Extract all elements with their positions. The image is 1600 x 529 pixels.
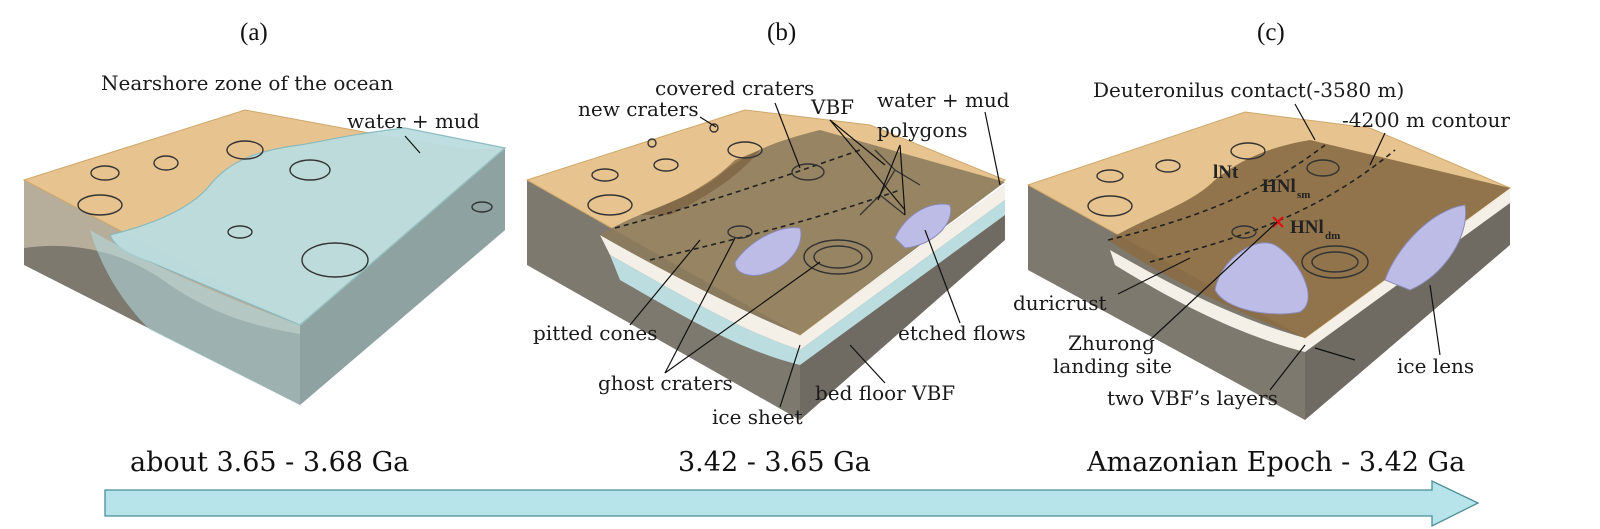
era-a: about 3.65 - 3.68 Ga: [130, 447, 409, 478]
panel-b-contact-1: [614, 149, 861, 229]
panel-c-block-front: [1305, 190, 1510, 420]
panel-b-leaders: [629, 102, 1001, 408]
panel-c: (c) lNt HN: [1013, 19, 1512, 478]
panel-c-ice-patch-2: [1384, 204, 1467, 291]
label-duricrust: duricrust: [1013, 291, 1107, 315]
panel-c-deuteronilus-contact: [1107, 144, 1326, 241]
label-water-mud-a: water + mud: [347, 109, 480, 133]
panel-b-contact-2: [649, 189, 901, 261]
panel-c-mud: [1108, 140, 1510, 338]
label-zhurong-line1: Zhurong: [1068, 331, 1155, 355]
label-pitted-cones: pitted cones: [533, 321, 658, 345]
panel-a-water-front: [90, 230, 300, 405]
panel-c-letter: (c): [1257, 19, 1285, 46]
panel-b-letter: (b): [767, 19, 796, 46]
label-etched-flows: etched flows: [898, 321, 1026, 345]
panel-c-craters: [1087, 142, 1369, 279]
timeline-arrow: [104, 479, 1480, 528]
label-ice-lens: ice lens: [1397, 354, 1474, 378]
label-contour: -4200 m contour: [1342, 108, 1510, 132]
unit-lnt: lNt: [1213, 162, 1239, 183]
panel-b-mud: [600, 130, 1005, 335]
panel-b-ice-patch-2: [894, 203, 952, 249]
unit-hnl-dm: HNl: [1290, 217, 1324, 238]
label-zhurong-line2: landing site: [1053, 354, 1172, 378]
label-ghost-craters: ghost craters: [598, 371, 733, 395]
panel-c-layers: [1110, 190, 1510, 352]
panel-b-craters: [587, 123, 873, 275]
zhurong-marker-icon: [1272, 216, 1284, 228]
label-ice-sheet: ice sheet: [712, 405, 803, 429]
label-new-craters: new craters: [578, 97, 699, 121]
era-b: 3.42 - 3.65 Ga: [678, 447, 871, 478]
panel-b-dark-band: [640, 150, 760, 215]
leader-water-mud-a: [404, 135, 421, 154]
panel-c-leaders: [1117, 103, 1441, 391]
panel-a-water-side: [300, 148, 505, 405]
unit-hnl-sm: HNl: [1262, 176, 1296, 197]
label-bed-floor-vbf: bed floor VBF: [815, 381, 955, 405]
label-deuteronilus-contact: Deuteronilus contact(-3580 m): [1093, 78, 1404, 102]
panel-c-block-side: [1028, 185, 1305, 420]
era-c: Amazonian Epoch - 3.42 Ga: [1086, 447, 1465, 478]
label-water-mud-b: water + mud: [877, 88, 1010, 112]
panel-a-letter: (a): [240, 19, 268, 46]
panel-b-polygons: [859, 149, 921, 216]
panel-a: (a) Nearshore zone of the ocean water + …: [22, 19, 507, 478]
panel-a-craters: [77, 140, 493, 278]
panel-c-ice-patch-1: [1214, 242, 1309, 315]
panel-b: (b) c: [525, 19, 1026, 478]
label-vbf: VBF: [810, 95, 854, 119]
panel-c-contour-line: [1149, 149, 1396, 263]
panel-b-ice-band: [610, 200, 1005, 365]
panel-b-ice-patch-1: [734, 227, 802, 276]
unit-hnl-sm-subscript: sm: [1297, 189, 1310, 201]
label-nearshore-zone: Nearshore zone of the ocean: [101, 71, 393, 95]
label-covered-craters: covered craters: [655, 76, 814, 100]
unit-hnl-dm-subscript: dm: [1325, 230, 1340, 242]
label-two-vbf-layers: two VBF’s layers: [1107, 386, 1278, 410]
label-polygons: polygons: [877, 118, 968, 142]
